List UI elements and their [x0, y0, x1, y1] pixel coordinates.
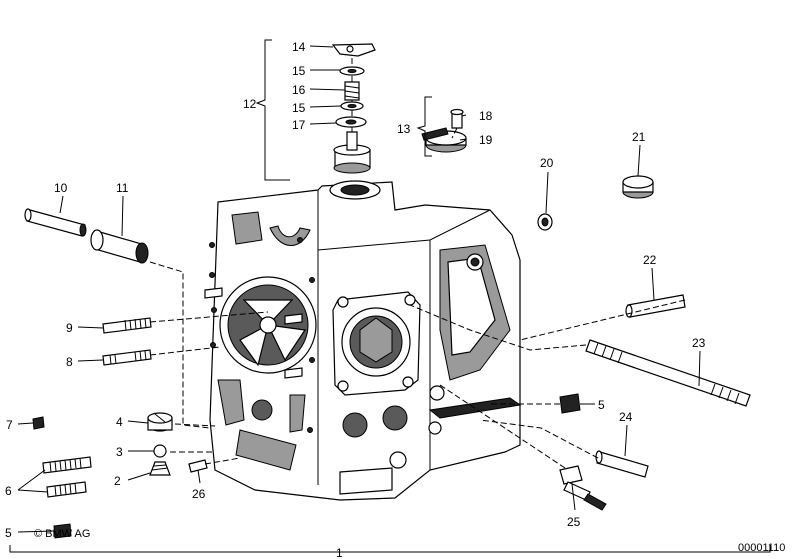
- callout-5-left[interactable]: 5: [5, 526, 12, 540]
- part-2-spring[interactable]: [149, 461, 171, 476]
- callout-14[interactable]: 14: [292, 40, 306, 54]
- callout-7[interactable]: 7: [6, 418, 13, 432]
- part-5-screw-left[interactable]: [53, 523, 72, 539]
- callout-5-right[interactable]: 5: [598, 398, 605, 412]
- callout-6[interactable]: 6: [5, 484, 12, 498]
- leader-lines: [9, 39, 771, 553]
- callout-8[interactable]: 8: [66, 355, 73, 369]
- callout-18[interactable]: 18: [479, 109, 493, 123]
- callout-4[interactable]: 4: [116, 415, 123, 429]
- part-19-cover[interactable]: [421, 127, 467, 153]
- callout-11[interactable]: 11: [116, 181, 129, 195]
- callout-labels: 1 2 3 4 5 5 6 7 8 9 10 11 12 13 14 15 15…: [5, 40, 706, 559]
- part-16-spring[interactable]: [344, 81, 360, 101]
- part-14-clip[interactable]: [331, 43, 376, 57]
- callout-15-lower[interactable]: 15: [292, 101, 306, 115]
- callout-13[interactable]: 13: [397, 122, 411, 136]
- part-6-studs[interactable]: [42, 456, 92, 498]
- callout-9[interactable]: 9: [66, 321, 73, 335]
- callout-15-top[interactable]: 15: [292, 64, 306, 78]
- callout-16[interactable]: 16: [292, 83, 306, 97]
- part-10-pin[interactable]: [24, 208, 87, 237]
- part-valve-body[interactable]: [333, 131, 371, 174]
- part-9-stud[interactable]: [102, 317, 152, 334]
- part-17-disc[interactable]: [335, 116, 367, 128]
- part-22-pin[interactable]: [625, 294, 686, 318]
- part-15-washer-lower[interactable]: [340, 101, 364, 111]
- part-4-nut[interactable]: [147, 412, 173, 432]
- part-26-pin[interactable]: [188, 459, 208, 473]
- drawing-number: 00001110: [738, 542, 785, 554]
- callout-22[interactable]: 22: [643, 253, 657, 267]
- callout-3[interactable]: 3: [116, 445, 123, 459]
- copyright-text: © BMW AG: [34, 528, 90, 540]
- callout-24[interactable]: 24: [619, 410, 633, 424]
- part-7-plug[interactable]: [32, 416, 45, 430]
- callout-12[interactable]: 12: [243, 97, 257, 111]
- crankcase[interactable]: [204, 180, 522, 501]
- part-23-long-stud[interactable]: [585, 339, 751, 407]
- callout-19[interactable]: 19: [479, 133, 493, 147]
- callout-26[interactable]: 26: [192, 487, 206, 501]
- part-21-cap[interactable]: [622, 175, 654, 199]
- part-20-bushing[interactable]: [537, 213, 553, 231]
- callout-10[interactable]: 10: [54, 181, 68, 195]
- callout-23[interactable]: 23: [692, 336, 706, 350]
- part-5-screw-right[interactable]: [559, 393, 581, 414]
- part-24-pin[interactable]: [595, 450, 649, 478]
- callout-2[interactable]: 2: [114, 474, 121, 488]
- callout-20[interactable]: 20: [540, 156, 554, 170]
- callout-25[interactable]: 25: [567, 515, 581, 529]
- part-11-sleeve[interactable]: [90, 229, 149, 264]
- part-8-stud[interactable]: [102, 349, 152, 366]
- callout-21[interactable]: 21: [632, 130, 646, 144]
- part-25-sensor[interactable]: [559, 465, 607, 511]
- part-18-screw[interactable]: [450, 108, 464, 129]
- callout-17[interactable]: 17: [292, 118, 306, 132]
- callout-1[interactable]: 1: [336, 546, 343, 559]
- part-3-ball[interactable]: [153, 444, 167, 458]
- part-15-washer-top[interactable]: [339, 66, 365, 76]
